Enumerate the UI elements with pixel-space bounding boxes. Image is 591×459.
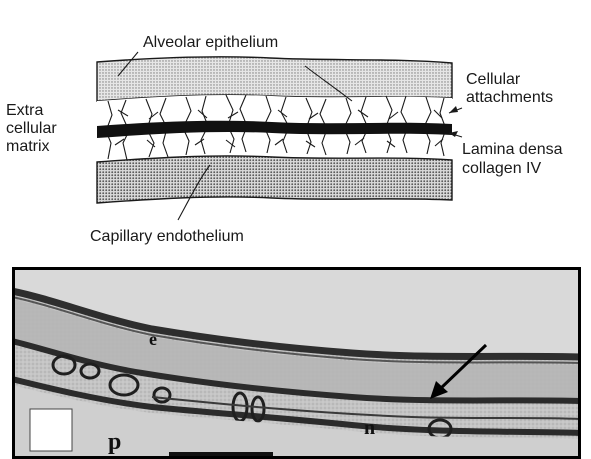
label-n: n xyxy=(364,417,375,440)
label-extracellular-matrix-line-3: matrix xyxy=(6,137,50,156)
label-cellular-attachments-line-2: attachments xyxy=(466,88,553,107)
inset-square xyxy=(30,409,72,451)
capillary-endothelium-layer xyxy=(97,156,452,203)
label-lamina-densa-line-2: collagen IV xyxy=(462,159,541,178)
label-lamina-densa-line-1: Lamina densa xyxy=(462,140,563,159)
label-cellular-attachments-line-1: Cellular xyxy=(466,70,520,89)
label-capillary-endothelium: Capillary endothelium xyxy=(90,227,244,246)
label-e: e xyxy=(149,329,157,350)
label-p: p xyxy=(108,429,121,456)
basement-membrane-schematic xyxy=(0,0,591,250)
label-alveolar-epithelium: Alveolar epithelium xyxy=(143,33,278,52)
electron-micrograph: e n p xyxy=(12,267,581,459)
micrograph-image xyxy=(12,267,581,459)
label-extracellular-matrix-line-2: cellular xyxy=(6,119,57,138)
scale-bar xyxy=(169,452,273,456)
alveolar-epithelium-layer xyxy=(97,57,452,101)
label-extracellular-matrix-line-1: Extra xyxy=(6,101,43,120)
